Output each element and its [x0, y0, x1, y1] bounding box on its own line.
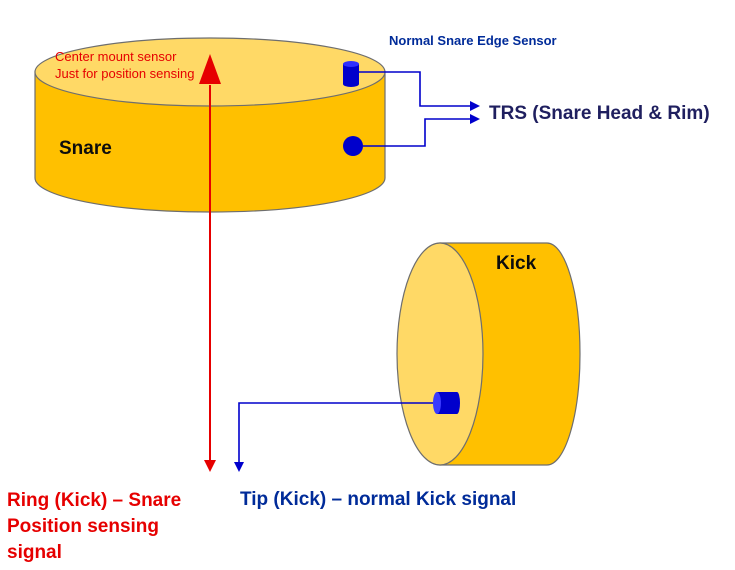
snare-edge-sensor-icon — [343, 61, 359, 87]
kick-label: Kick — [496, 253, 537, 274]
rim-sensor-wire — [363, 114, 480, 147]
center-mount-label-line2: Just for position sensing — [55, 66, 195, 81]
center-mount-label-line1: Center mount sensor — [55, 49, 177, 64]
kick-sensor-icon — [433, 392, 460, 414]
kick-head — [396, 242, 484, 466]
kick-drum — [396, 242, 581, 466]
tip-label: Tip (Kick) – normal Kick signal — [240, 489, 517, 510]
trs-label: TRS (Snare Head & Rim) — [489, 103, 710, 124]
center-sensor-arrow-icon — [199, 54, 221, 84]
ring-bottom-arrow-icon — [204, 460, 216, 472]
edge-sensor-wire — [359, 71, 480, 111]
edge-sensor-label: Normal Snare Edge Sensor — [389, 33, 557, 48]
snare-label: Snare — [59, 138, 112, 159]
snare-rim-sensor-icon — [343, 136, 363, 156]
ring-label-line3: signal — [7, 542, 62, 563]
ring-label-line1: Ring (Kick) – Snare — [7, 490, 182, 511]
ring-label-line2: Position sensing — [7, 516, 160, 537]
kick-tip-wire — [234, 402, 433, 472]
